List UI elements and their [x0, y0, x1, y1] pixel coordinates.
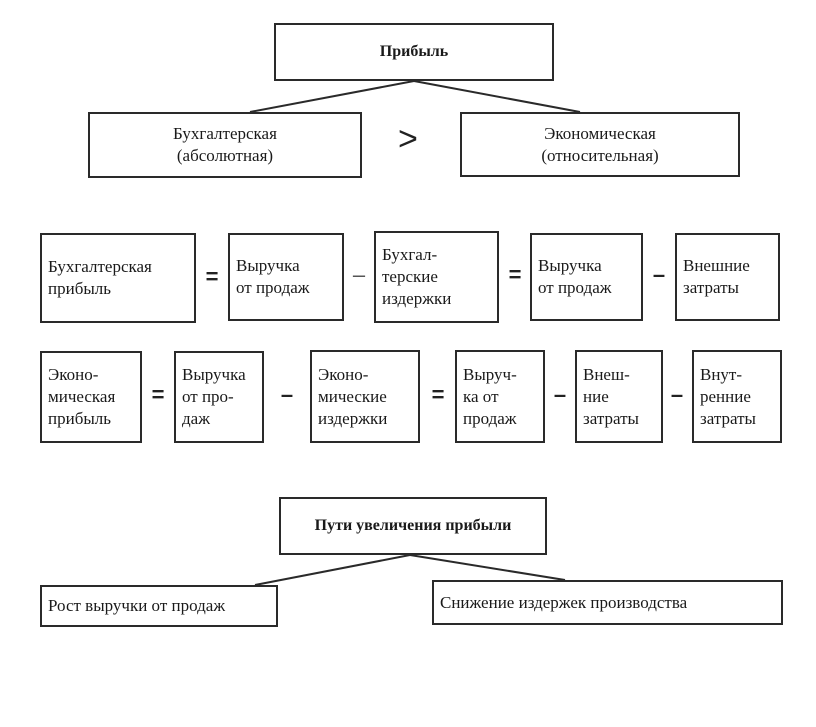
connector-ways-to-revenue	[254, 554, 411, 586]
ways-to-increase-profit-label: Пути увеличения прибыли	[314, 517, 512, 534]
connector-profit-to-economic	[413, 80, 581, 113]
accounting-term-box: Бухгалтерская прибыль	[40, 233, 196, 323]
accounting-profit-label: Бухгалтерская (абсолютная)	[173, 124, 277, 165]
economic-term-box: Выручка от про- даж	[174, 351, 264, 443]
term-label: Эконо- мические издержки	[318, 364, 388, 428]
operator-minus: –	[670, 382, 684, 407]
term-label: Внут- ренние затраты	[700, 364, 756, 428]
operator-minus: –	[352, 262, 366, 287]
term-label: Выруч- ка от продаж	[463, 364, 517, 428]
term-label: Эконо- мическая прибыль	[48, 365, 116, 428]
economic-term-box: Внут- ренние затраты	[692, 350, 782, 443]
operator-equals: =	[205, 264, 219, 289]
operator-equals: =	[151, 382, 165, 407]
profit-root-label: Прибыль	[379, 43, 449, 60]
ways-to-increase-profit-box: Пути увеличения прибыли	[279, 497, 547, 555]
accounting-term-box: Внешние затраты	[675, 233, 780, 321]
economic-term-box: Эконо- мические издержки	[310, 350, 420, 443]
term-label: Внешние затраты	[683, 256, 750, 297]
economic-term-box: Эконо- мическая прибыль	[40, 351, 142, 443]
cost-reduction-label: Снижение издержек производства	[440, 592, 688, 612]
connector-profit-to-accounting	[249, 80, 415, 113]
profit-root-box: Прибыль	[274, 23, 554, 81]
accounting-term-box: Выручка от продаж	[530, 233, 643, 321]
accounting-profit-box: Бухгалтерская (абсолютная)	[88, 112, 362, 178]
accounting-term-box: Бухгал- терские издержки	[374, 231, 499, 323]
operator-minus: –	[553, 382, 567, 407]
economic-profit-box: Экономическая (относительная)	[460, 112, 740, 177]
term-label: Выручка от продаж	[236, 256, 310, 297]
revenue-growth-box: Рост выручки от продаж	[40, 585, 278, 627]
accounting-term-box: Выручка от продаж	[228, 233, 344, 321]
revenue-growth-label: Рост выручки от продаж	[48, 596, 226, 615]
operator-equals: =	[431, 382, 445, 407]
term-label: Бухгалтерская прибыль	[48, 257, 152, 298]
economic-term-box: Выруч- ка от продаж	[455, 350, 545, 443]
connector-ways-to-costs	[409, 554, 566, 581]
cost-reduction-box: Снижение издержек производства	[432, 580, 783, 625]
operator-equals: =	[508, 262, 522, 287]
economic-profit-label: Экономическая (относительная)	[541, 123, 659, 165]
operator-minus: –	[652, 262, 666, 287]
term-label: Бухгал- терские издержки	[382, 245, 452, 308]
operator-minus: –	[280, 382, 294, 407]
economic-term-box: Внеш- ние затраты	[575, 350, 663, 443]
term-label: Внеш- ние затраты	[583, 364, 639, 428]
greater-than-sign: >	[398, 120, 418, 158]
term-label: Выручка от про- даж	[182, 365, 246, 428]
term-label: Выручка от продаж	[538, 256, 612, 297]
